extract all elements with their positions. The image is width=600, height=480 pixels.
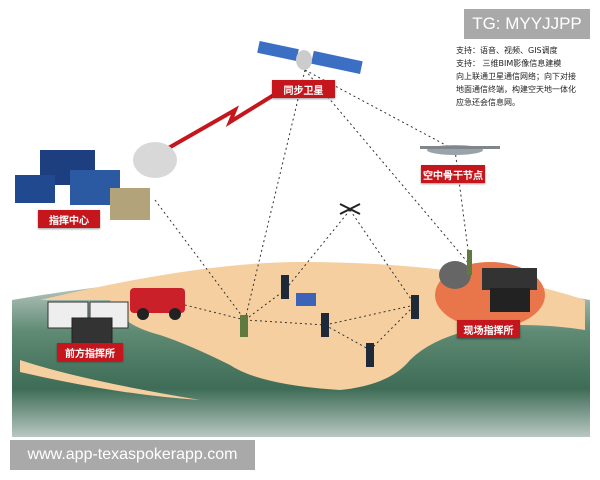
drone-icon xyxy=(420,145,500,155)
description-line: 支持：语音、视频、GIS调度 xyxy=(456,46,558,55)
label-satellite: 同步卫星 xyxy=(272,80,335,98)
label-forward-post: 前方指挥所 xyxy=(57,343,123,361)
radio-relay-icon xyxy=(240,315,248,337)
quadcopter-icon xyxy=(339,203,361,215)
label-air-node: 空中骨干节点 xyxy=(421,165,485,183)
fire-truck-icon xyxy=(130,288,185,320)
label-field-post: 现场指挥所 xyxy=(457,320,520,338)
watermark-top: TG: MYYJJPP xyxy=(464,9,590,39)
description-line: 地面通信终端，构建空天地一体化 xyxy=(456,85,576,94)
label-command-center: 指挥中心 xyxy=(38,210,100,228)
battery-icon xyxy=(296,293,316,306)
forward-post-screens-icon xyxy=(47,301,129,345)
description-line: 支持： 三维BIM影像信息建模 xyxy=(456,59,562,68)
command-center-screens-icon xyxy=(15,142,177,220)
satellite-link-bolt xyxy=(164,83,292,152)
watermark-bottom: www.app-texaspokerapp.com xyxy=(10,440,255,470)
soldier-icons xyxy=(281,275,419,367)
links xyxy=(154,69,471,351)
description: 支持：语音、视频、GIS调度 支持： 三维BIM影像信息建模 向上联通卫星通信网… xyxy=(456,44,596,109)
satellite-icon xyxy=(257,40,363,75)
description-line: 应急还会信息网。 xyxy=(456,98,520,107)
description-line: 向上联通卫星通信网络；向下对接 xyxy=(456,72,576,81)
field-post-equipment-icon xyxy=(439,250,537,312)
